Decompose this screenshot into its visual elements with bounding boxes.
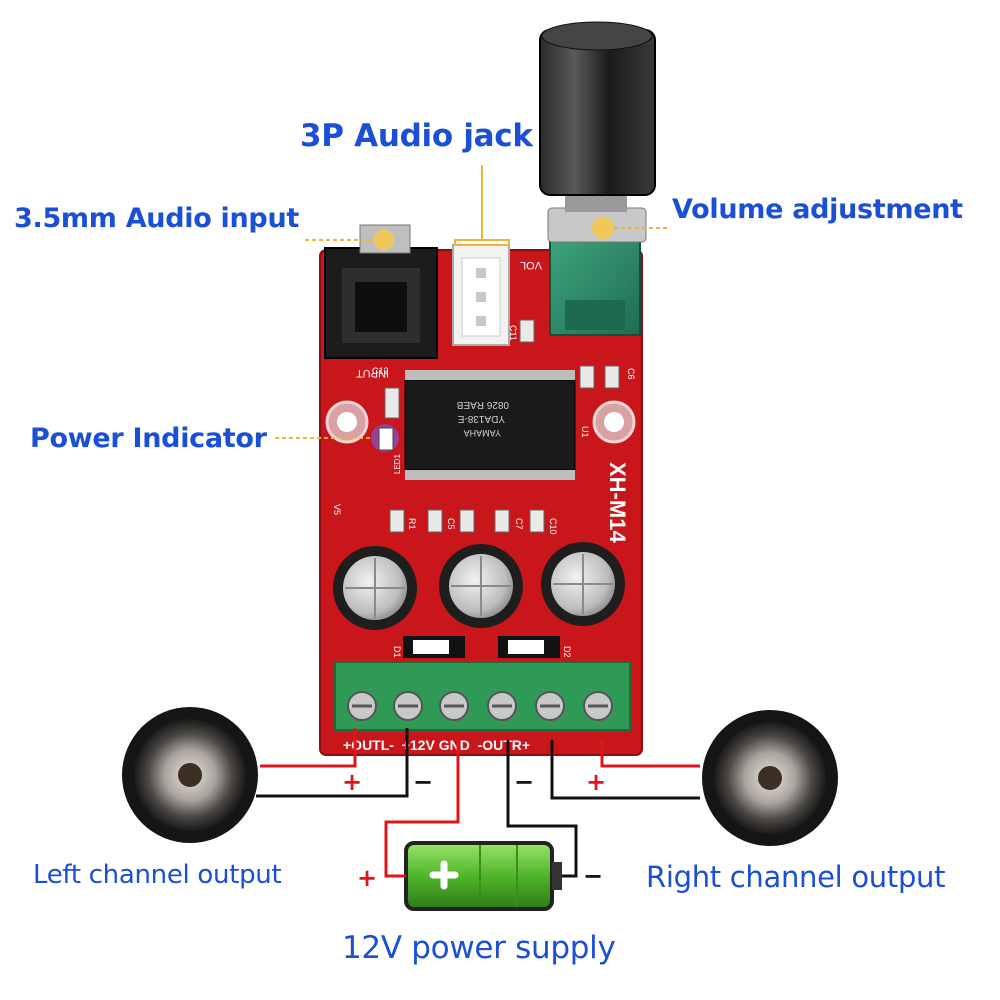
chip-code-label: 0826 RAEB — [456, 399, 509, 410]
battery-icon — [404, 841, 562, 911]
wiring — [256, 728, 700, 878]
capacitor-3 — [541, 542, 625, 626]
leader-3p-jack — [454, 165, 510, 246]
silk-u1: U1 — [580, 426, 590, 438]
wire-power-ground — [506, 740, 578, 878]
silk-c12: C12 — [372, 366, 389, 376]
silk-c7: C7 — [514, 518, 524, 530]
silk-vol-label: VOL — [520, 259, 542, 271]
power-minus-mark: − — [583, 862, 603, 890]
label-power-indicator: Power Indicator — [30, 423, 267, 454]
power-plus-mark: + — [357, 864, 377, 892]
amplifier-chip — [404, 370, 576, 480]
screw-terminal-block — [334, 661, 631, 731]
left-minus-mark: − — [413, 768, 433, 796]
smd-components — [384, 319, 620, 533]
capacitor-2 — [439, 544, 523, 628]
polarity-marks: + − − + + − — [342, 768, 606, 892]
right-speaker — [702, 710, 838, 846]
wire-left-negative — [256, 728, 409, 798]
silk-led1: LED1 — [393, 453, 402, 474]
silk-r1: R1 — [407, 518, 417, 530]
diodes — [403, 636, 560, 658]
wire-right-negative — [550, 740, 700, 800]
chip-brand-label: YAMAHA — [464, 428, 501, 438]
header-3p — [452, 244, 510, 346]
power-led — [371, 424, 399, 452]
capacitor-1 — [333, 546, 417, 630]
silk-c5: C5 — [446, 518, 456, 530]
volume-potentiometer — [539, 21, 656, 336]
silk-d2: D2 — [562, 646, 572, 658]
silk-input-label: INPUT — [356, 367, 389, 379]
label-12v-power-supply: 12V power supply — [342, 930, 616, 966]
label-left-channel-output: Left channel output — [33, 860, 282, 890]
left-plus-mark: + — [342, 768, 362, 796]
callout-leaders — [275, 165, 668, 439]
chip-part-label: YDA138-E — [457, 413, 505, 424]
wire-power-positive — [384, 740, 460, 878]
wire-right-positive — [600, 740, 700, 768]
silk-c6: C6 — [626, 368, 636, 380]
silk-c11: C11 — [508, 325, 518, 341]
right-plus-mark: + — [586, 768, 606, 796]
terminal-labels: +OUTL- +12V GND -OUTR+ — [343, 737, 530, 753]
silk-d1: D1 — [392, 646, 402, 658]
silk-v5: V5 — [332, 504, 342, 515]
silk-c10: C10 — [548, 518, 558, 535]
label-3p-audio-jack: 3P Audio jack — [300, 118, 533, 154]
board-model-label: XH-M14 — [605, 462, 630, 543]
left-speaker — [122, 707, 258, 843]
wire-left-positive — [260, 728, 357, 768]
label-audio-input: 3.5mm Audio input — [14, 203, 299, 234]
label-right-channel-output: Right channel output — [646, 860, 946, 894]
label-volume-adjustment: Volume adjustment — [672, 194, 963, 225]
right-minus-mark: − — [514, 768, 534, 796]
